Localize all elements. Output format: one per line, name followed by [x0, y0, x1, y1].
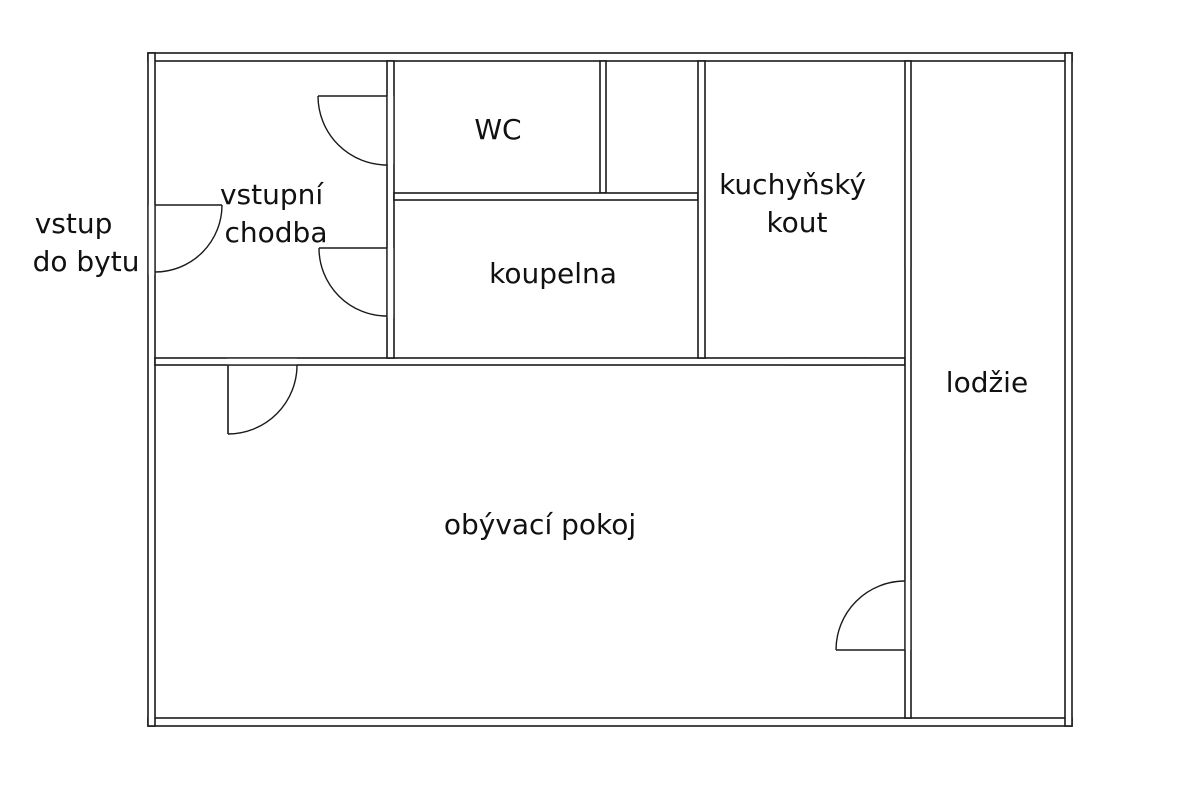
label-entry: vstup do bytu	[33, 207, 140, 278]
door-entry	[154, 204, 223, 273]
door-living	[227, 364, 298, 435]
label-hall-line1: vstupní	[220, 178, 324, 211]
label-hall-line2: chodba	[225, 216, 328, 249]
interior-walls	[154, 60, 912, 719]
label-loggia: lodžie	[946, 366, 1028, 399]
label-entry-line2: do bytu	[33, 245, 140, 278]
label-kitchen-line1: kuchyňský	[719, 168, 866, 201]
door-wc	[317, 95, 388, 166]
label-kitchen: kuchyňský kout	[719, 168, 875, 239]
label-wc: WC	[474, 113, 521, 146]
label-kitchen-line2: kout	[766, 206, 827, 239]
door-bathroom	[318, 247, 388, 317]
label-hall: vstupní chodba	[220, 178, 332, 249]
door-loggia	[835, 580, 906, 651]
label-entry-line1: vstup	[35, 207, 113, 240]
label-bathroom: koupelna	[489, 257, 617, 290]
door-openings	[148, 96, 911, 650]
outer-walls	[147, 52, 1073, 727]
label-living: obývací pokoj	[444, 508, 636, 541]
opening-lines	[786, 152, 912, 580]
